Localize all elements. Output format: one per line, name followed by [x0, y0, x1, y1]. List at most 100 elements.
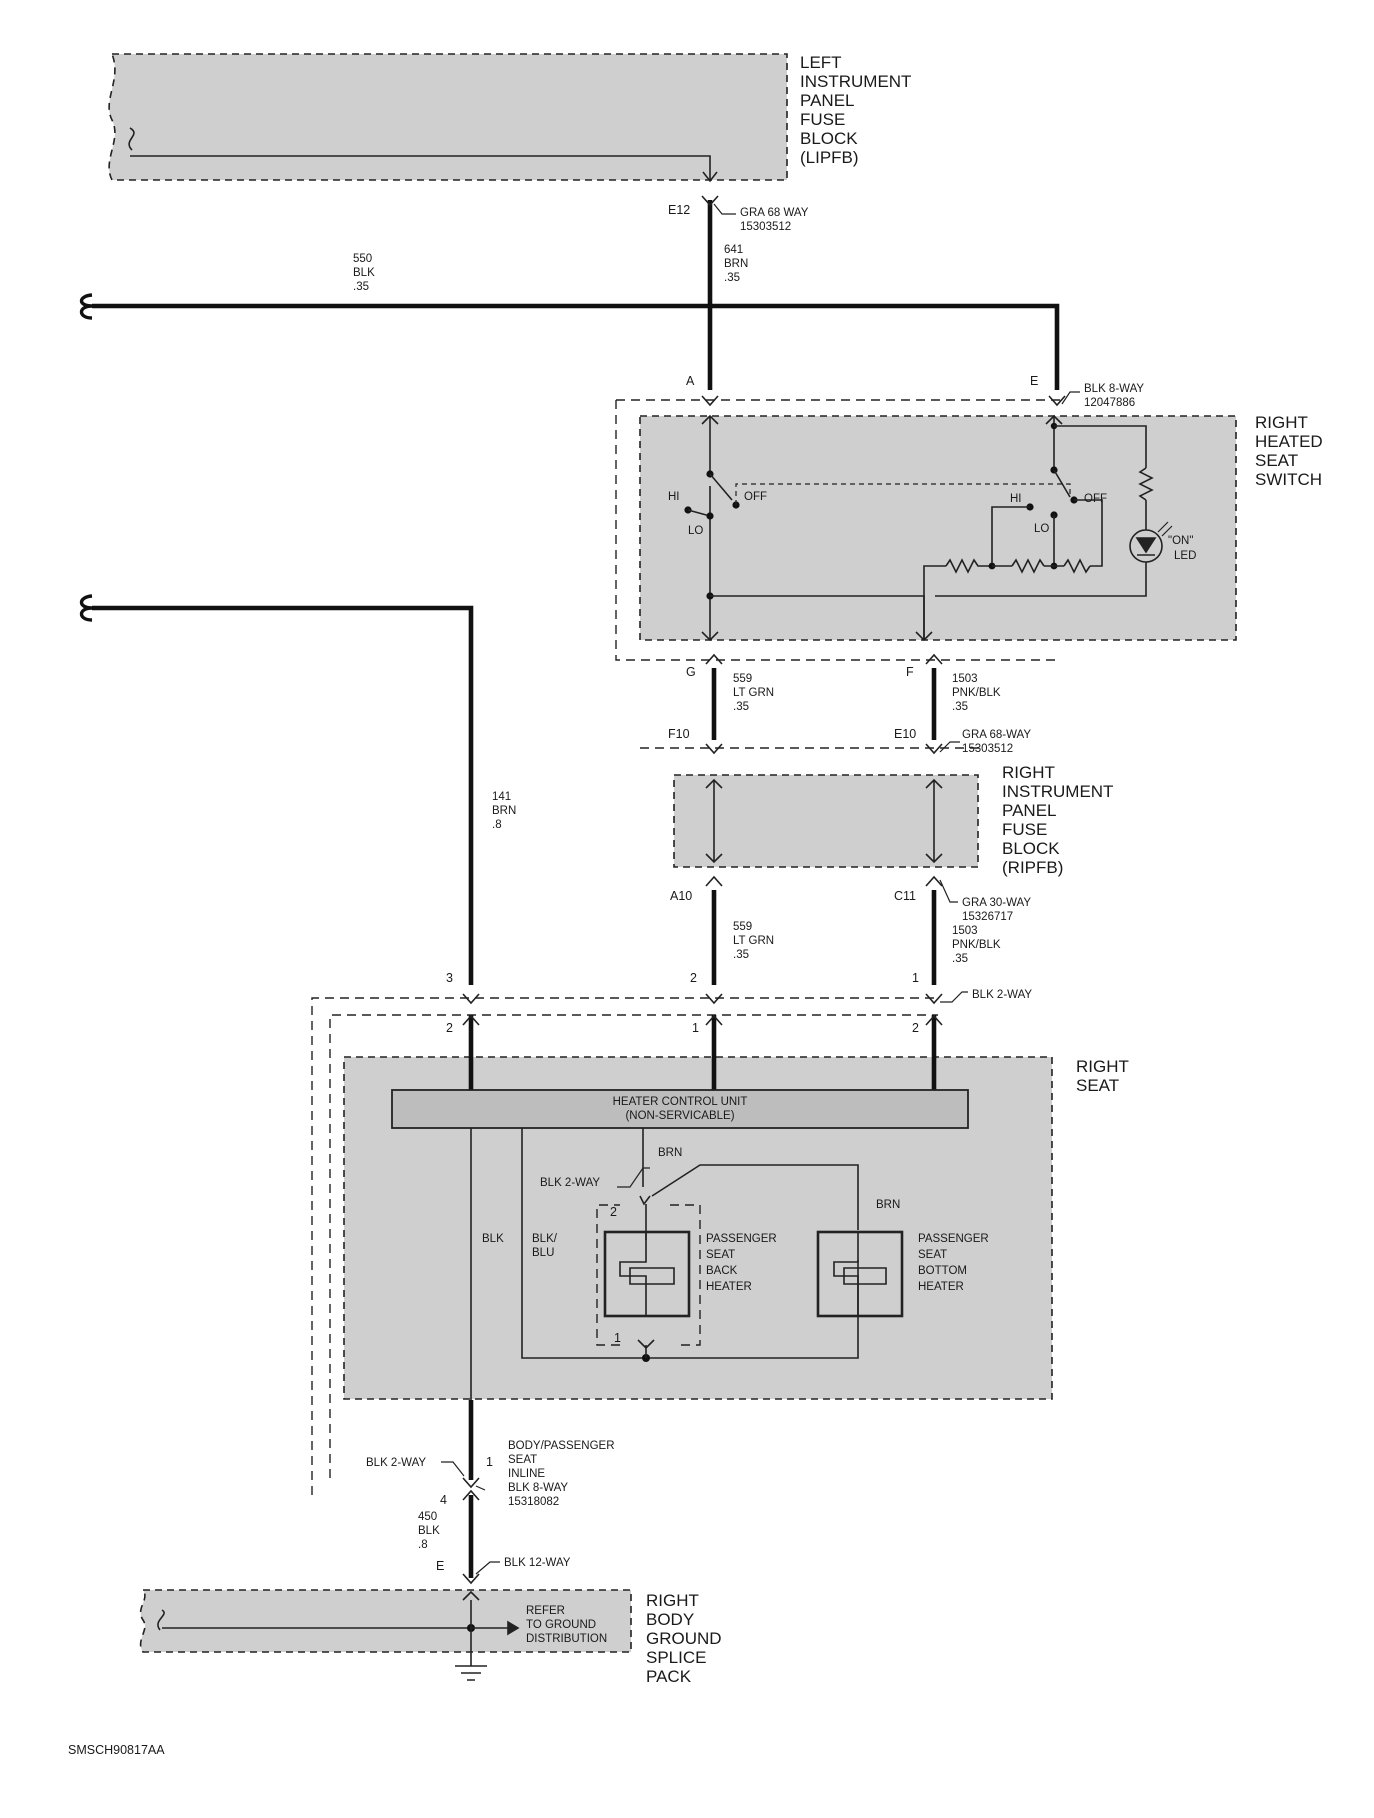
lipfb-box	[108, 53, 788, 183]
ground-label-line-2: BODY	[646, 1610, 694, 1629]
wire-559a-gauge: .35	[733, 701, 749, 713]
ground-box	[139, 1589, 632, 1653]
bottom-heater-label-line-3: BOTTOM	[918, 1265, 967, 1277]
lipfb-label-line-5: BLOCK	[800, 129, 858, 148]
switch-hi-right: HI	[1010, 493, 1022, 505]
heater-control-unit	[391, 1089, 969, 1129]
hcu-label-line-2: (NON-SERVICABLE)	[625, 1110, 734, 1122]
pin-f: F	[906, 665, 914, 679]
switch-internals	[684, 414, 1173, 642]
hcu-label-line-1: HEATER CONTROL UNIT	[613, 1096, 748, 1108]
wire-559b-number: 559	[733, 921, 752, 933]
ripfb-label-line-1: RIGHT	[1002, 763, 1055, 782]
inline-connector-line-5: 15318082	[508, 1496, 559, 1508]
pin-e12: E12	[668, 203, 690, 217]
switch-label-line-2: HEATED	[1255, 432, 1323, 451]
wire-550-number: 550	[353, 253, 372, 265]
back-heater-connector: BLK 2-WAY	[540, 1177, 600, 1189]
lipfb-connector-line-1: GRA 68 WAY	[740, 207, 809, 219]
wire-blkblu-line-2: BLU	[532, 1247, 554, 1259]
led-label-line-1: "ON"	[1168, 535, 1193, 547]
switch-label-line-4: SWITCH	[1255, 470, 1322, 489]
ground-symbol	[455, 1600, 520, 1681]
switch-off-left: OFF	[744, 491, 767, 503]
pin-seat-3: 3	[446, 971, 453, 985]
pin-f10: F10	[668, 727, 690, 741]
wire-blk: BLK	[482, 1233, 504, 1245]
bottom-heater-label-line-1: PASSENGER	[918, 1233, 989, 1245]
back-heater-label-line-1: PASSENGER	[706, 1233, 777, 1245]
lipfb-label-line-2: INSTRUMENT	[800, 72, 911, 91]
switch-label-line-3: SEAT	[1255, 451, 1298, 470]
switch-lo-right: LO	[1034, 523, 1049, 535]
ground-label-line-1: RIGHT	[646, 1591, 699, 1610]
wire-559a-number: 559	[733, 673, 752, 685]
refer-line-1: REFER	[526, 1605, 565, 1617]
inline-top-connector: BLK 2-WAY	[366, 1457, 426, 1469]
figure-id: SMSCH90817AA	[68, 1743, 165, 1757]
lipfb-label-line-3: PANEL	[800, 91, 855, 110]
passenger-seat-bottom-heater	[816, 1230, 904, 1318]
wire-559b-color: LT GRN	[733, 935, 774, 947]
lipfb-label-line-1: LEFT	[800, 53, 842, 72]
pin-c11: C11	[894, 889, 916, 903]
wire-141-color: BRN	[492, 805, 516, 817]
pin-e: E	[1030, 374, 1038, 388]
wire-550-gauge: .35	[353, 281, 369, 293]
pin-ground-e: E	[436, 1559, 444, 1573]
pin-inner-2b: 2	[912, 1021, 919, 1035]
wire-1503b-color: PNK/BLK	[952, 939, 1001, 951]
ripfb-label-line-6: (RIPFB)	[1002, 858, 1063, 877]
wire-1503a-color: PNK/BLK	[952, 687, 1001, 699]
ripfb-box	[640, 747, 980, 868]
back-heater-label-line-3: BACK	[706, 1265, 738, 1277]
wire-559b-gauge: .35	[733, 949, 749, 961]
inline-connector-line-3: INLINE	[508, 1468, 545, 1480]
back-heater-label-line-4: HEATER	[706, 1281, 752, 1293]
lipfb-label-line-6: (LIPFB)	[800, 148, 859, 167]
switch-connector-line-2: 12047886	[1084, 397, 1135, 409]
ground-label-line-4: SPLICE	[646, 1648, 706, 1667]
pin-seat-1: 1	[912, 971, 919, 985]
wire-450-color: BLK	[418, 1525, 440, 1537]
wire-1503b-number: 1503	[952, 925, 978, 937]
refer-line-3: DISTRIBUTION	[526, 1633, 607, 1645]
wire-450-gauge: .8	[418, 1539, 428, 1551]
connector-leaders	[441, 203, 1080, 1575]
ripfb-label-line-4: FUSE	[1002, 820, 1047, 839]
ripfb-label-line-3: PANEL	[1002, 801, 1057, 820]
ripfb-out-connector-line-1: GRA 30-WAY	[962, 897, 1031, 909]
connector-symbols	[462, 195, 1066, 1601]
wire-1503b-gauge: .35	[952, 953, 968, 965]
ripfb-internals	[705, 778, 943, 864]
wire-1503a-gauge: .35	[952, 701, 968, 713]
pin-inner-1: 1	[692, 1021, 699, 1035]
wire-641-color: BRN	[724, 258, 748, 270]
wire-641-number: 641	[724, 244, 743, 256]
wire-141-gauge: .8	[492, 819, 502, 831]
seat-label-line-1: RIGHT	[1076, 1057, 1129, 1076]
seat-label-line-2: SEAT	[1076, 1076, 1119, 1095]
wire-559a-color: LT GRN	[733, 687, 774, 699]
pin-a: A	[686, 374, 695, 388]
switch-hi-left: HI	[668, 491, 680, 503]
pin-inline-4: 4	[440, 1493, 447, 1507]
wire-641-gauge: .35	[724, 272, 740, 284]
ripfb-out-connector-line-2: 15326717	[962, 911, 1013, 923]
bottom-heater-label-line-4: HEATER	[918, 1281, 964, 1293]
ripfb-label-line-2: INSTRUMENT	[1002, 782, 1113, 801]
ground-label-line-5: PACK	[646, 1667, 692, 1686]
ripfb-in-connector-line-2: 15303512	[962, 743, 1013, 755]
seat-connector: BLK 2-WAY	[972, 989, 1032, 1001]
led-label-line-2: LED	[1174, 550, 1196, 562]
ground-connector: BLK 12-WAY	[504, 1557, 571, 1569]
pin-g: G	[686, 665, 696, 679]
wire-1503a-number: 1503	[952, 673, 978, 685]
pin-back-heater-2: 2	[610, 1205, 617, 1219]
seat-box	[311, 997, 1053, 1495]
passenger-seat-back-heater	[603, 1230, 691, 1318]
wire-550	[79, 293, 1060, 390]
pin-inner-2: 2	[446, 1021, 453, 1035]
back-heater-label-line-2: SEAT	[706, 1249, 735, 1261]
ripfb-label-line-5: BLOCK	[1002, 839, 1060, 858]
